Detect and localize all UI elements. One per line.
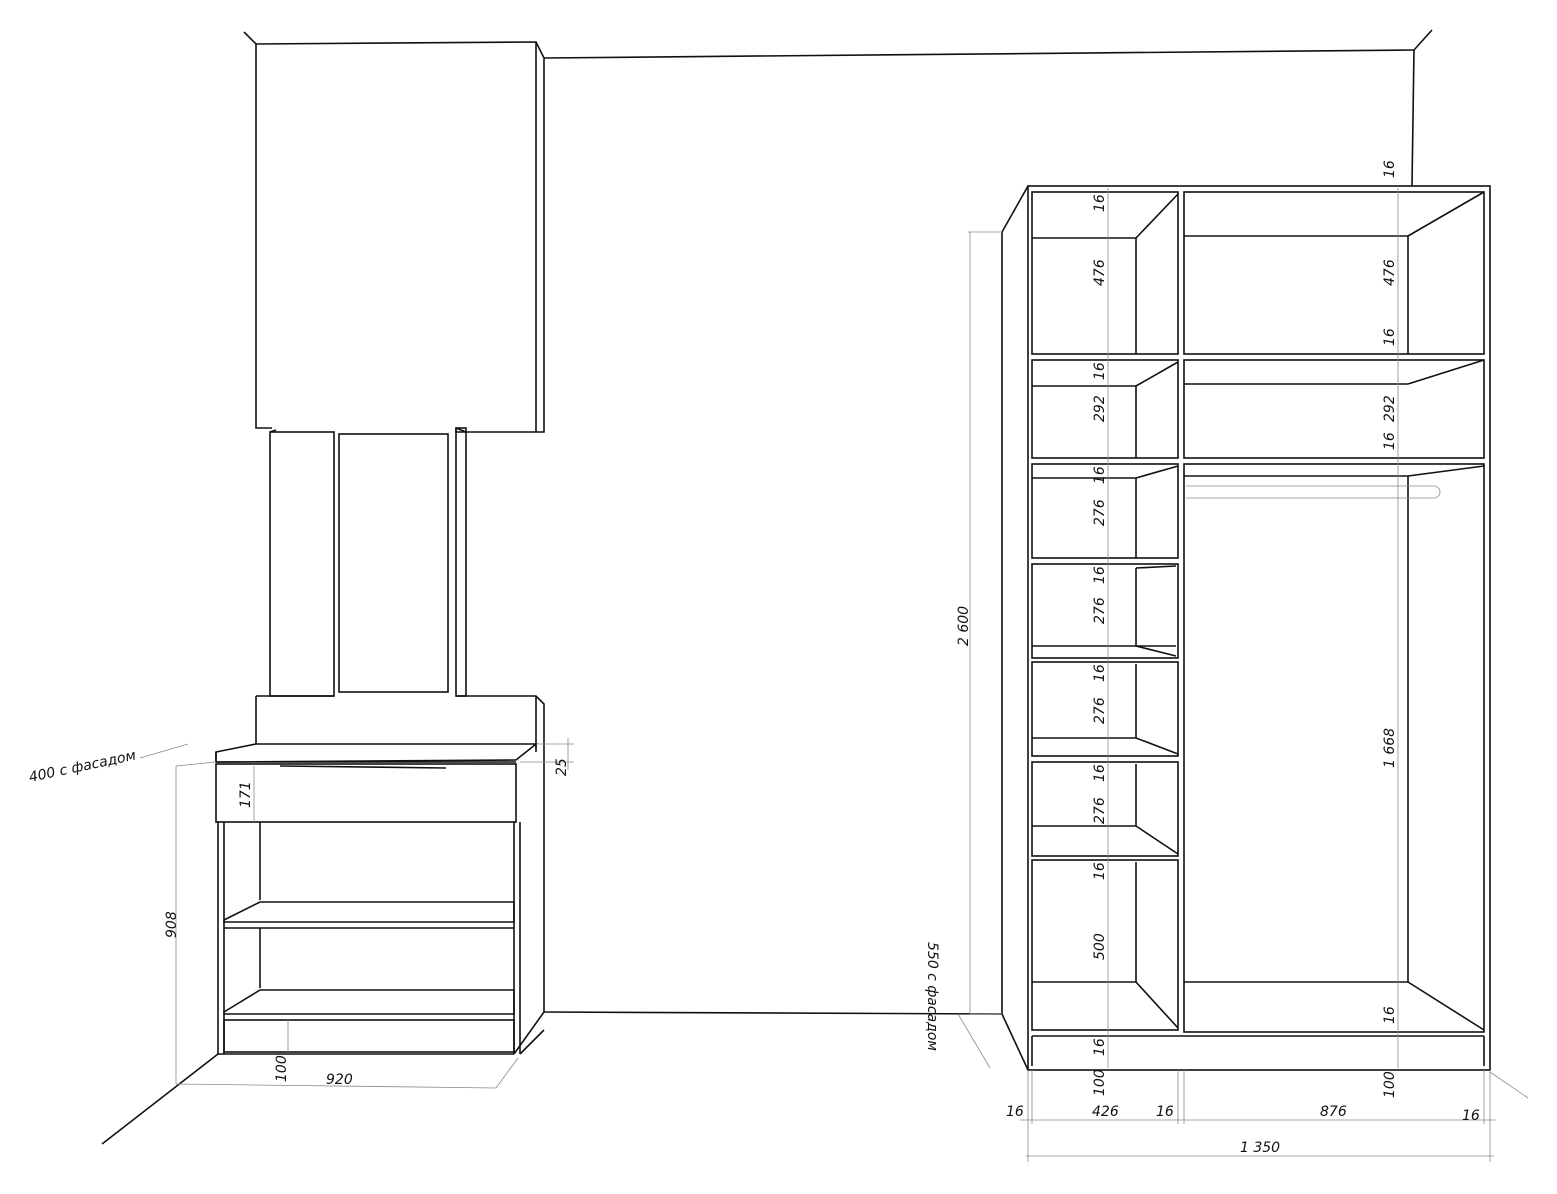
floor-line-left (101, 1053, 219, 1145)
width-divider: 16 (1156, 1104, 1174, 1120)
vanity-base-label: 100 (274, 1055, 290, 1082)
lc-shelf-1: 476 (1092, 259, 1108, 286)
rc-panel-b: 16 (1382, 432, 1398, 450)
worktop-thickness-label: 25 (554, 758, 570, 776)
lc-shelf-7: 500 (1092, 933, 1108, 960)
rc-hanging: 1 668 (1382, 728, 1398, 768)
lc-base: 100 (1092, 1069, 1108, 1096)
room-outline (543, 29, 1529, 1099)
upper-cabinet (243, 31, 545, 433)
rc-middle-shelf: 292 (1382, 395, 1398, 422)
width-left-column: 426 (1092, 1104, 1119, 1120)
lc-shelf-6: 276 (1092, 797, 1108, 824)
left-unit: 400 с фасадом 25 171 100 920 908 (28, 31, 574, 1145)
lc-shelf-4: 276 (1092, 597, 1108, 624)
lc-shelf-3: 276 (1092, 499, 1108, 526)
left-dimensions (139, 738, 574, 1089)
rc-base: 100 (1382, 1071, 1398, 1098)
vanity-depth-label: 400 с фасадом (28, 748, 138, 786)
rc-bottom-panel: 16 (1382, 1006, 1398, 1024)
right-dimension-lines (957, 188, 1496, 1162)
wardrobe-depth-label: 550 с фасадом (924, 942, 940, 1051)
width-side-left: 16 (1006, 1104, 1024, 1120)
width-total: 1 350 (1240, 1140, 1280, 1156)
lc-shelf-5: 276 (1092, 697, 1108, 724)
width-labels: 16 426 16 876 16 1 350 (1006, 1104, 1480, 1156)
lc-panel-4: 16 (1092, 566, 1108, 584)
lc-panel-5: 16 (1092, 664, 1108, 682)
lc-panel-6: 16 (1092, 764, 1108, 782)
right-unit: 16 476 16 292 16 276 16 276 16 276 16 27… (924, 160, 1496, 1162)
vanity-width-label: 920 (326, 1072, 353, 1088)
lc-panel-2: 16 (1092, 362, 1108, 380)
hanging-rail (1186, 485, 1441, 499)
mirror-panels (269, 427, 467, 697)
vanity-body (215, 695, 545, 1055)
width-right-column: 876 (1320, 1104, 1347, 1120)
width-side-right: 16 (1462, 1108, 1480, 1124)
right-column-labels: 16 476 16 292 16 1 668 16 100 (1382, 160, 1398, 1098)
vanity-height-label: 908 (164, 911, 180, 938)
wardrobe-frame (1001, 185, 1491, 1071)
rc-top-panel: 16 (1382, 160, 1398, 178)
lc-panel-8: 16 (1092, 1038, 1108, 1056)
rc-upper-shelf: 476 (1382, 259, 1398, 286)
left-column (1031, 191, 1179, 1031)
room-height-label: 2 600 (956, 606, 972, 646)
lc-panel-1: 16 (1092, 194, 1108, 212)
lc-shelf-2: 292 (1092, 395, 1108, 422)
drawer-height-label: 171 (238, 781, 254, 808)
right-column (1183, 191, 1485, 1033)
lc-panel-3: 16 (1092, 466, 1108, 484)
left-column-labels: 16 476 16 292 16 276 16 276 16 276 16 27… (1092, 194, 1108, 1096)
lc-panel-7: 16 (1092, 862, 1108, 880)
rc-panel-a: 16 (1382, 328, 1398, 346)
